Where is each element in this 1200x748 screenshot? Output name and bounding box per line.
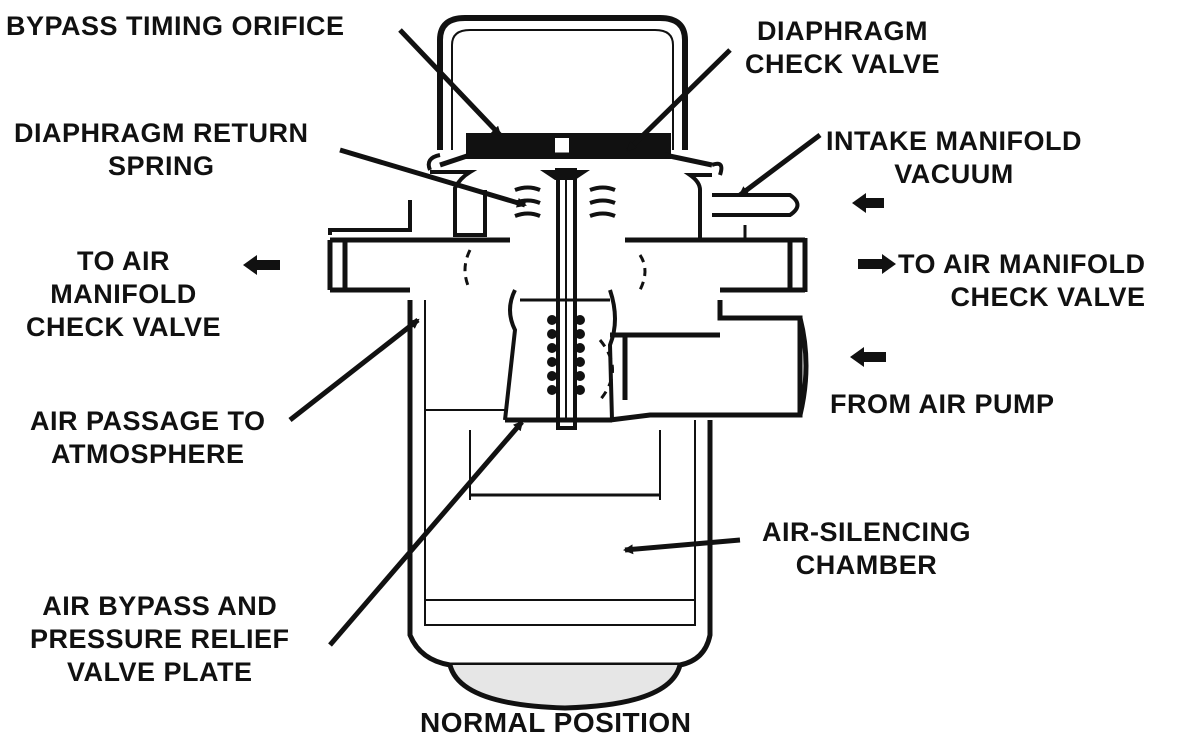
label-line: DIAPHRAGM RETURN <box>14 118 309 148</box>
leader-silencing-chamber <box>623 537 741 555</box>
right-outlet-pipe <box>625 237 808 293</box>
label-line: PRESSURE RELIEF <box>30 624 290 654</box>
right-outlet-flow-arrow <box>858 254 896 274</box>
label-from-air-pump: FROM AIR PUMP <box>830 388 1055 421</box>
left-outlet-pipe <box>327 237 510 293</box>
top-cover <box>437 15 688 150</box>
label-line: AIR-SILENCING <box>762 517 971 547</box>
air-pump-inlet <box>609 300 809 423</box>
label-air-passage-to-atmosphere: AIR PASSAGE TO ATMOSPHERE <box>30 405 266 471</box>
label-line: DIAPHRAGM <box>757 16 928 46</box>
relief-spring <box>547 315 585 395</box>
label-line: SPRING <box>107 151 215 181</box>
left-outlet-flow-arrow <box>243 255 280 275</box>
label-line: AIR BYPASS AND <box>42 591 278 621</box>
label-air-silencing-chamber: AIR-SILENCING CHAMBER <box>762 516 971 582</box>
leader-bypass-orifice <box>398 28 502 137</box>
label-diaphragm-return-spring: DIAPHRAGM RETURN SPRING <box>14 117 309 183</box>
label-line: CHECK VALVE <box>745 49 941 79</box>
label-line: TO AIR MANIFOLD <box>898 249 1146 279</box>
vacuum-flow-arrow <box>852 193 884 213</box>
middle-chamber <box>503 289 617 421</box>
label-bypass-timing-orifice: BYPASS TIMING ORIFICE <box>6 10 345 43</box>
vacuum-port <box>712 193 800 217</box>
label-line: MANIFOLD <box>50 279 197 309</box>
label-line: BYPASS TIMING ORIFICE <box>6 11 345 41</box>
leader-valve-plate <box>328 420 524 647</box>
label-to-air-manifold-check-valve-right: TO AIR MANIFOLD CHECK VALVE <box>898 248 1145 314</box>
diagram-caption: NORMAL POSITION <box>420 706 691 739</box>
label-line: VACUUM <box>894 159 1014 189</box>
air-pump-flow-arrow <box>850 347 886 367</box>
label-line: VALVE PLATE <box>67 657 253 687</box>
label-line: ATMOSPHERE <box>51 439 245 469</box>
label-intake-manifold-vacuum: INTAKE MANIFOLD VACUUM <box>826 125 1082 191</box>
label-line: CHECK VALVE <box>950 282 1146 312</box>
leader-diaphragm-check <box>626 48 732 152</box>
leader-return-spring <box>339 147 527 208</box>
label-air-bypass-valve-plate: AIR BYPASS AND PRESSURE RELIEF VALVE PLA… <box>30 590 290 689</box>
caption-text: NORMAL POSITION <box>420 707 692 738</box>
label-line: INTAKE MANIFOLD <box>826 126 1082 156</box>
label-line: CHECK VALVE <box>26 312 222 342</box>
label-line: CHAMBER <box>795 550 938 580</box>
label-line: TO AIR <box>77 246 171 276</box>
leader-intake-vacuum <box>738 133 822 197</box>
label-line: FROM AIR PUMP <box>830 389 1055 419</box>
upper-housing <box>430 170 712 242</box>
label-line: AIR PASSAGE TO <box>30 406 266 436</box>
label-to-air-manifold-check-valve-left: TO AIR MANIFOLD CHECK VALVE <box>26 245 221 344</box>
label-diaphragm-check-valve: DIAPHRAGM CHECK VALVE <box>745 15 940 81</box>
leader-air-passage <box>288 318 420 422</box>
